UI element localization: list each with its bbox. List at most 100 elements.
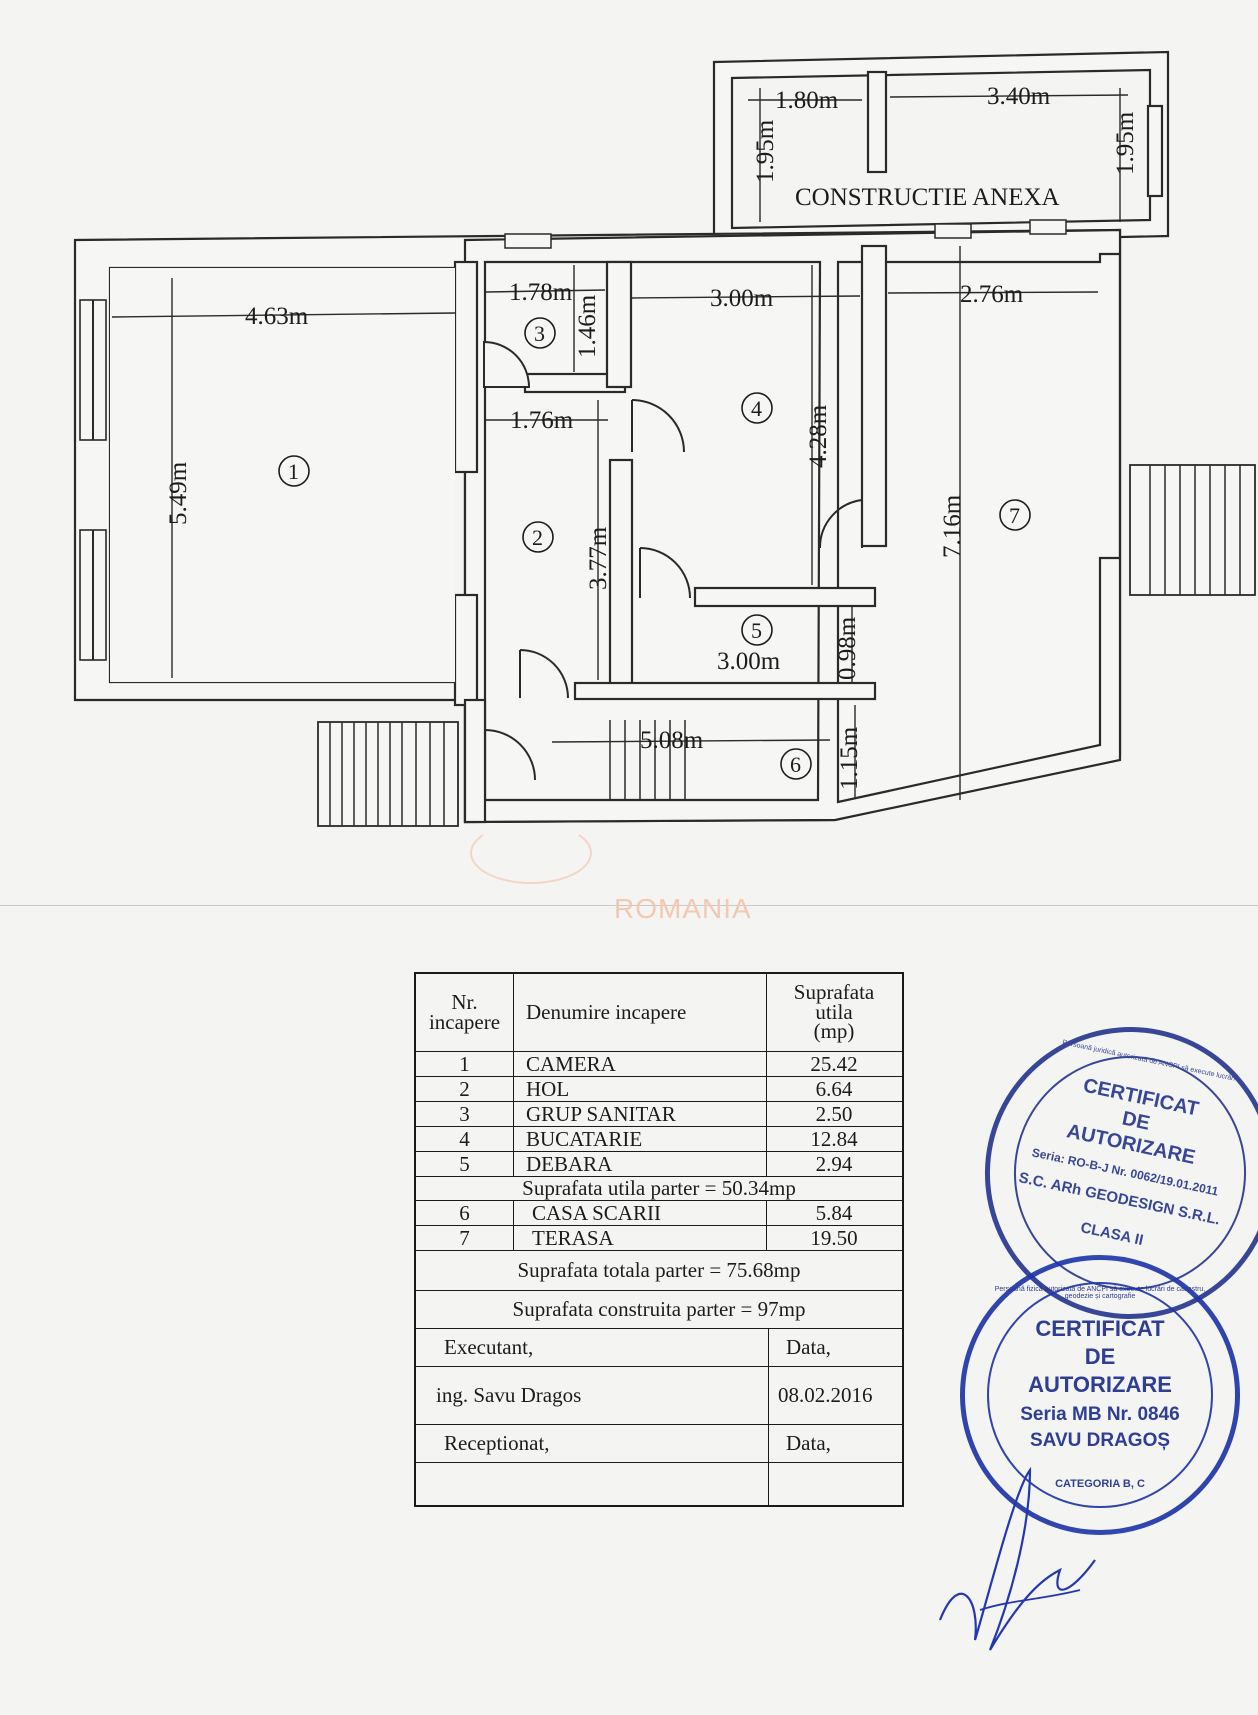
total-area: Suprafata totala parter = 75.68mp xyxy=(517,1258,801,1282)
header-name: Denumire incapere xyxy=(526,999,687,1024)
room-1 xyxy=(110,268,455,682)
room-number-3: 3 xyxy=(524,317,556,349)
dim-r2-h: 3.77m xyxy=(585,526,612,590)
stamp-2-line-4: Seria MB Nr. 0846 xyxy=(1020,1404,1180,1425)
dimension-lines xyxy=(111,88,1129,800)
watermark-text: ROMANIA xyxy=(614,893,752,924)
dim-r6-h: 1.15m xyxy=(836,726,863,790)
svg-text:2: 2 xyxy=(532,525,543,550)
row-name: CAMERA xyxy=(526,1051,616,1076)
table-row: 7 TERASA 19.50 xyxy=(416,1226,902,1251)
built-area: Suprafata construita parter = 97mp xyxy=(512,1297,806,1321)
personal-stamp: CERTIFICAT DE AUTORIZARE Seria MB Nr. 08… xyxy=(960,1255,1240,1535)
row-area: 12.84 xyxy=(810,1126,858,1151)
dim-r2-w: 1.76m xyxy=(510,407,574,434)
row-area: 6.64 xyxy=(815,1076,853,1101)
watermark-logo xyxy=(470,822,592,884)
total-row: Suprafata totala parter = 75.68mp xyxy=(416,1251,902,1291)
stairs-right xyxy=(1129,464,1256,596)
row-nr: 4 xyxy=(459,1126,470,1151)
header-nr: Nr. incapere xyxy=(416,974,513,1051)
wall-r1-r2-lower xyxy=(453,593,479,707)
sheet-divider xyxy=(0,905,1258,906)
table-row: 6 CASA SCARII 5.84 xyxy=(416,1201,902,1226)
dim-r4-h: 4.28m xyxy=(805,404,832,468)
built-row: Suprafata construita parter = 97mp xyxy=(416,1291,902,1329)
header-area-line-3: (mp) xyxy=(813,1019,855,1044)
svg-text:3: 3 xyxy=(534,321,545,346)
floor-plan: 1.80m 3.40m 1.95m 1.95m CONSTRUCTIE ANEX… xyxy=(73,50,1256,827)
annex-label: CONSTRUCTIE ANEXA xyxy=(795,184,1060,211)
engineer-name: ing. Savu Dragos xyxy=(436,1383,582,1407)
stairs-room-6 xyxy=(609,720,686,800)
footer-row: ing. Savu Dragos 08.02.2016 xyxy=(416,1367,902,1425)
dim-r1-h: 5.49m xyxy=(165,461,192,525)
wall-r5-bottom xyxy=(573,681,877,701)
dim-r3-w: 1.78m xyxy=(509,279,573,306)
room-number-6: 6 xyxy=(780,748,812,780)
row-nr: 5 xyxy=(459,1151,470,1176)
row-name: BUCATARIE xyxy=(526,1126,643,1151)
wall-r5-top xyxy=(693,586,877,608)
stamp-2-line-5: SAVU DRAGOȘ xyxy=(1029,1430,1171,1451)
row-area: 5.84 xyxy=(815,1200,853,1225)
stamp-2-line-3: AUTORIZARE xyxy=(1028,1372,1172,1397)
table-row: 3 GRUP SANITAR 2.50 xyxy=(416,1102,902,1127)
date-label: Data, xyxy=(786,1431,831,1455)
row-name: HOL xyxy=(526,1076,570,1101)
wall-r2-r4 xyxy=(608,458,634,687)
wall-r1-r2 xyxy=(453,260,479,474)
row-name: CASA SCARII xyxy=(532,1200,661,1225)
row-nr: 1 xyxy=(459,1051,470,1076)
row-nr: 6 xyxy=(459,1200,470,1225)
dim-r1-w: 4.63m xyxy=(245,303,309,330)
svg-text:1: 1 xyxy=(288,459,299,484)
handwritten-signature xyxy=(938,1466,1096,1651)
footer-row: Executant, Data, xyxy=(416,1329,902,1367)
row-name: GRUP SANITAR xyxy=(526,1101,676,1126)
stamp-2-line-6: CATEGORIA B, C xyxy=(1055,1478,1145,1490)
header-nr-line-2: incapere xyxy=(428,1009,501,1034)
svg-text:6: 6 xyxy=(790,752,801,777)
room-number-2: 2 xyxy=(522,521,554,553)
wall-r6-left xyxy=(463,698,487,824)
footer-row: Receptionat, Data, xyxy=(416,1425,902,1463)
svg-text:4: 4 xyxy=(751,396,762,421)
dim-annex-w2: 3.40m xyxy=(987,83,1051,110)
dim-annex-h1: 1.95m xyxy=(752,119,779,183)
row-name: DEBARA xyxy=(526,1151,613,1176)
row-nr: 7 xyxy=(459,1225,470,1250)
row-area: 2.50 xyxy=(815,1101,853,1126)
table-row: 2 HOL 6.64 xyxy=(416,1077,902,1102)
annex-window xyxy=(1146,104,1164,198)
row-nr: 2 xyxy=(459,1076,470,1101)
room-number-5: 5 xyxy=(741,614,773,646)
table-header: Nr. incapere Denumire incapere Suprafata… xyxy=(416,974,902,1052)
table-row: 4 BUCATARIE 12.84 xyxy=(416,1127,902,1152)
header-area-line-2: utila xyxy=(815,999,853,1024)
svg-text:7: 7 xyxy=(1009,503,1020,528)
stamp-2-arc: Persoană fizică autorizată de ANCPI să e… xyxy=(994,1286,1206,1300)
date-value: 08.02.2016 xyxy=(778,1383,873,1407)
stamp-2-line-2: DE xyxy=(1084,1344,1116,1369)
date-label: Data, xyxy=(786,1335,831,1359)
table-row: 1 CAMERA 25.42 xyxy=(416,1052,902,1077)
room-number-1: 1 xyxy=(278,455,310,487)
row-name: TERASA xyxy=(532,1225,614,1250)
area-table: Nr. incapere Denumire incapere Suprafata… xyxy=(414,972,904,1507)
wall-r3-right xyxy=(605,260,633,389)
receptionat-label: Receptionat, xyxy=(444,1431,550,1455)
row-area: 2.94 xyxy=(815,1151,853,1176)
dim-annex-w1: 1.80m xyxy=(775,87,839,114)
footer-row xyxy=(416,1463,902,1506)
row-area: 25.42 xyxy=(810,1051,858,1076)
row-area: 19.50 xyxy=(810,1225,858,1250)
window-left xyxy=(79,299,107,661)
dim-r6-w: 5.08m xyxy=(640,727,704,754)
executant-label: Executant, xyxy=(444,1335,534,1359)
header-area-line-1: Suprafata xyxy=(793,979,875,1004)
header-nr-line-1: Nr. xyxy=(451,989,478,1014)
dim-r4-w: 3.00m xyxy=(710,285,774,312)
dim-r7-w: 2.76m xyxy=(960,281,1024,308)
subtotal-row: Suprafata utila parter = 50.34mp xyxy=(416,1177,902,1201)
